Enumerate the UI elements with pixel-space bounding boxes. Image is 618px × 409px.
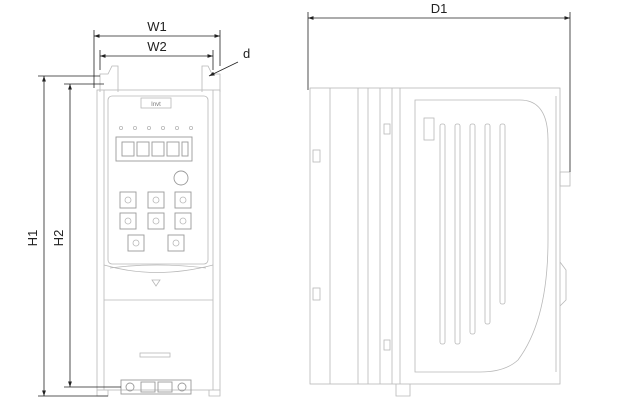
seven-segment-display [115,136,193,162]
h2-label: H2 [51,230,66,247]
h1-label: H1 [25,230,40,247]
cover-slot [139,352,171,358]
side-clip-lower [312,287,321,301]
vent-slots [439,123,506,345]
dimensions: W1 W2 d H1 H2 D1 [25,1,571,397]
side-view [309,87,571,397]
top-right-ear [201,65,221,92]
keypad-panel [107,95,209,265]
side-cover [414,99,549,373]
warning-triangle [151,279,161,287]
bottom-terminals [120,379,192,395]
bottom-left-ear [96,390,109,397]
d-label: d [243,46,250,61]
w2-label: W2 [147,39,167,54]
top-left-ear [99,65,119,92]
d-leader-line [208,61,239,77]
side-foot [395,384,411,397]
indicator-leds [119,126,193,131]
potentiometer-knob [173,170,189,186]
side-label [423,117,435,141]
bottom-right-ear [208,390,221,397]
brand-label-box [140,97,172,109]
cover-curve [103,264,214,273]
keypad-buttons [119,191,192,252]
front-body-outline [96,89,221,391]
side-connector [559,171,571,187]
side-body-outline [309,87,561,385]
w1-label: W1 [147,19,167,34]
front-view: Invt [96,65,221,397]
d1-label: D1 [431,1,448,16]
side-clip-upper [312,149,321,163]
brand-label: Invt [151,102,161,108]
